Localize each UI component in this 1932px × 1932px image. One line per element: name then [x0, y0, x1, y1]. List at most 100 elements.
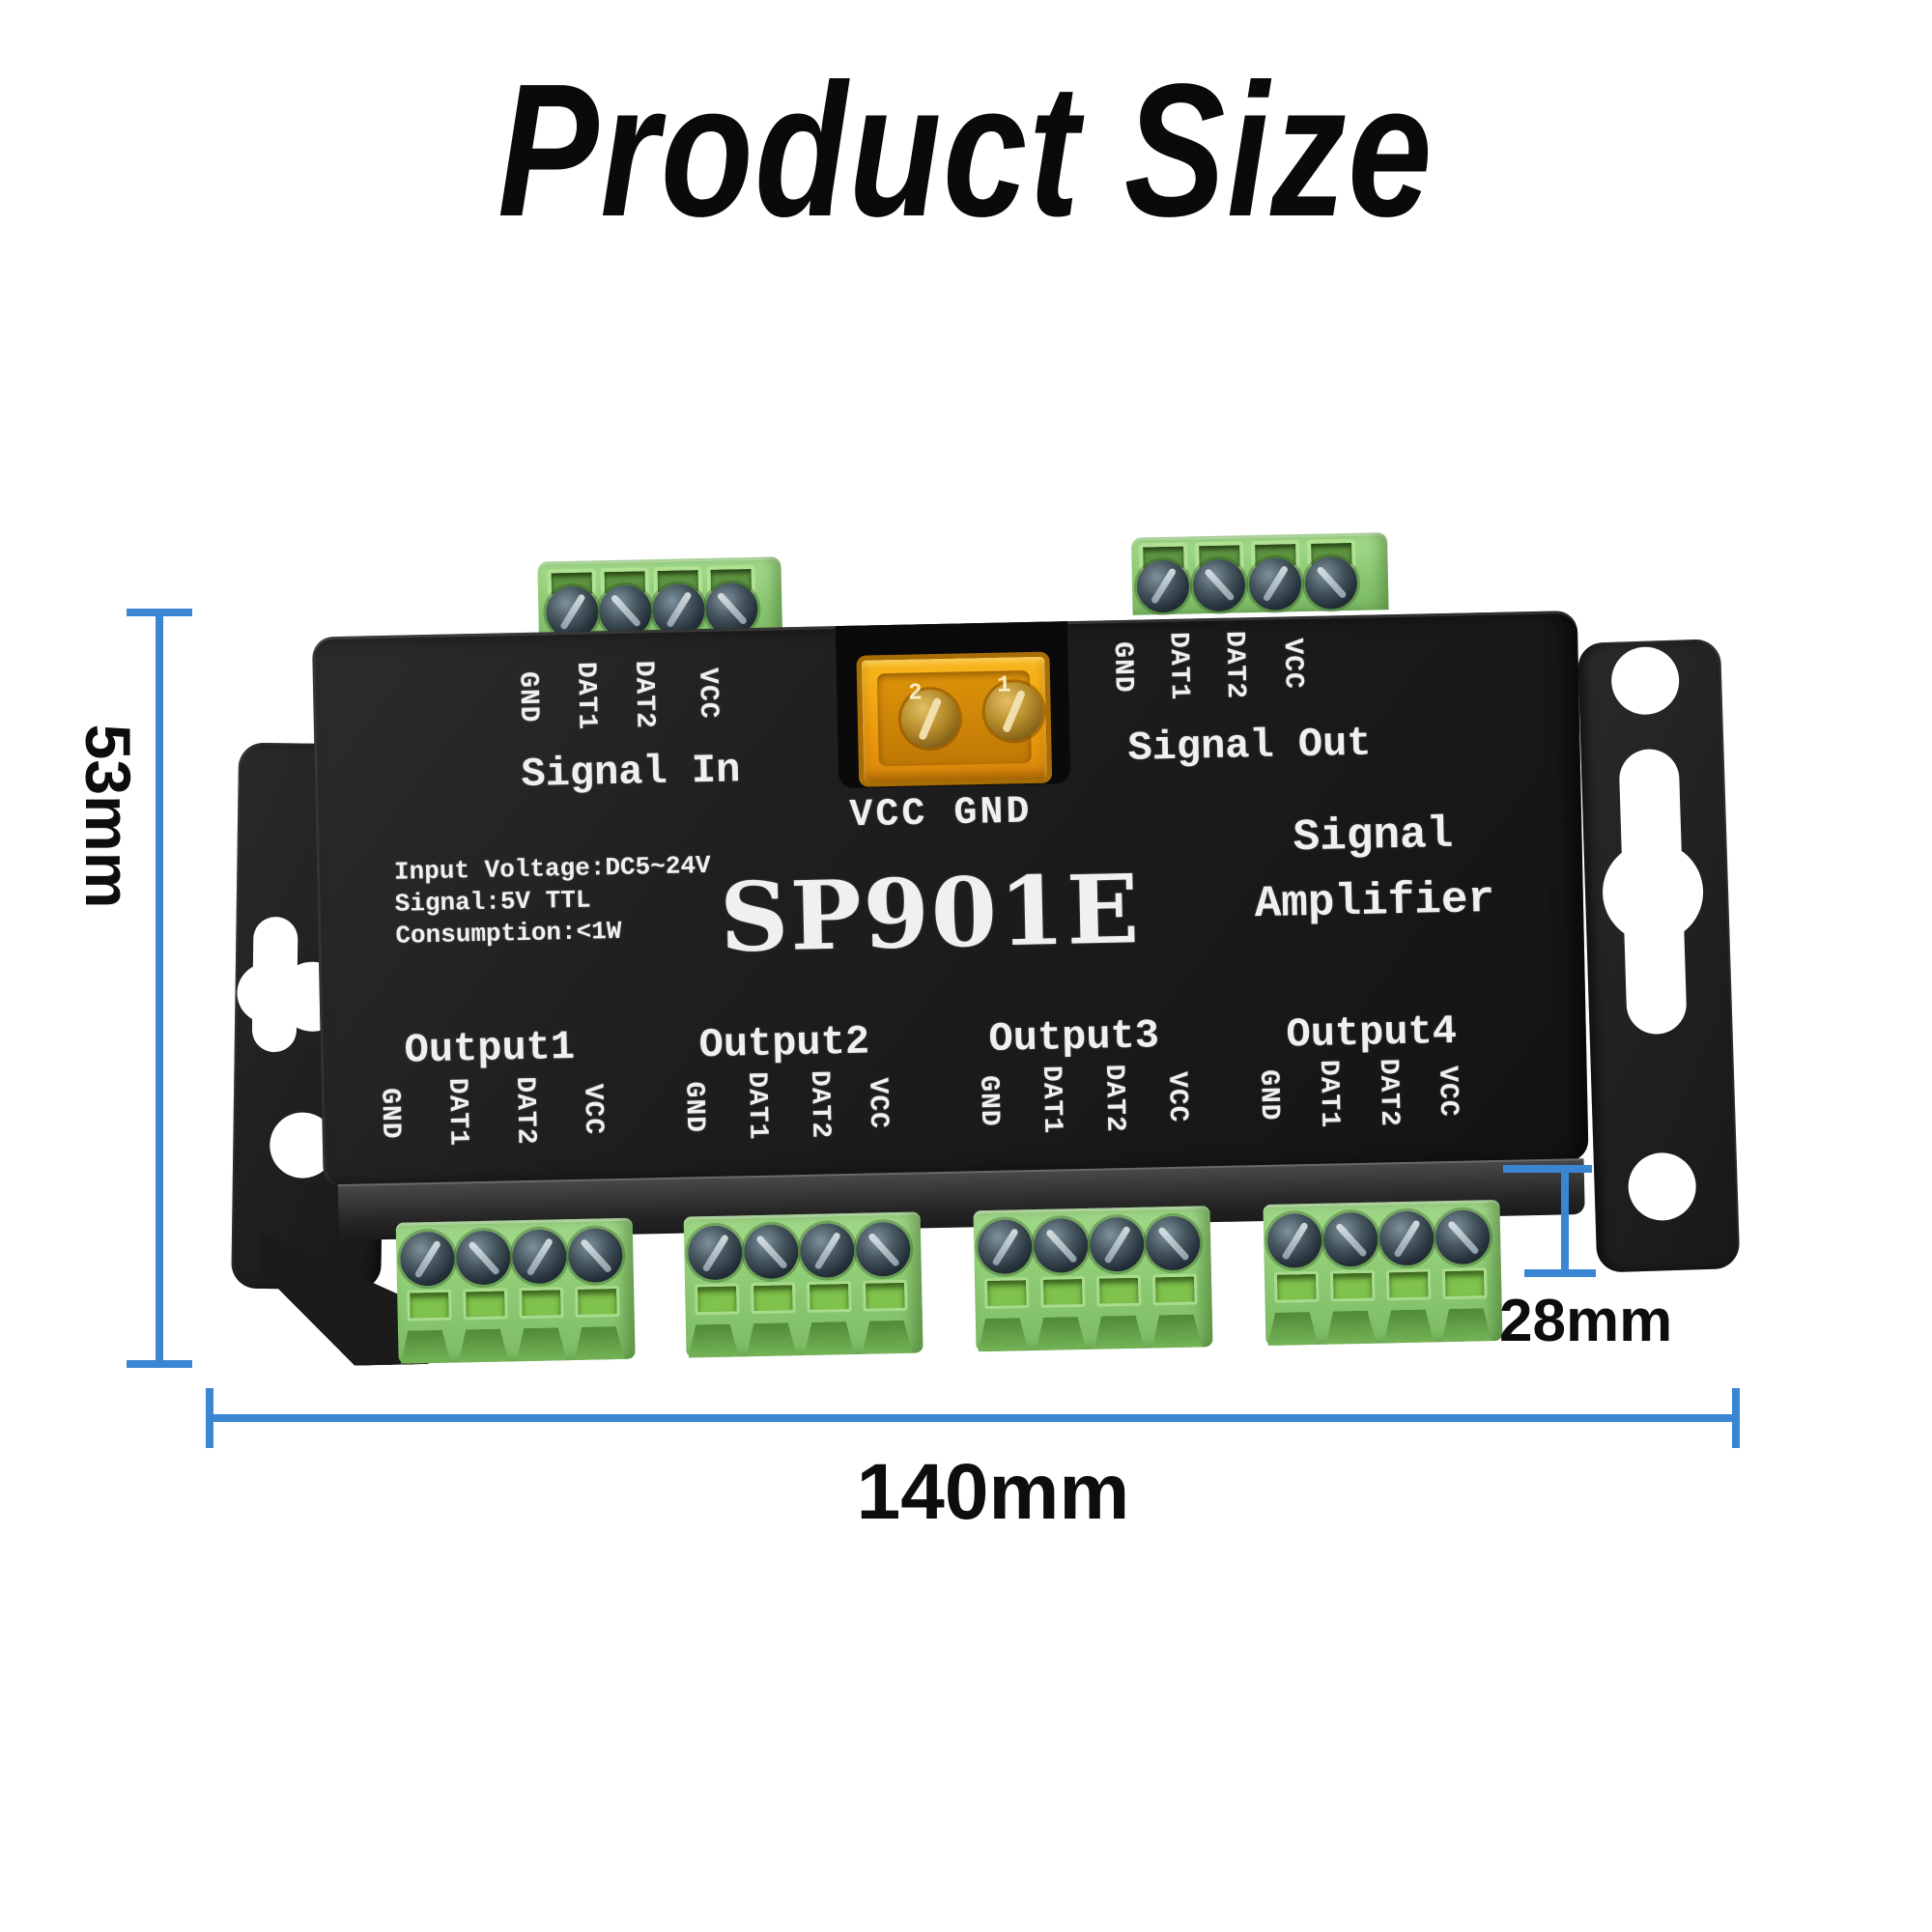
pin-label: GND — [973, 1074, 1005, 1127]
fuse-terminal-mark: 2 — [908, 680, 923, 707]
dimension-depth-tick-top — [1503, 1165, 1592, 1173]
wire-funnel — [1325, 1311, 1377, 1345]
terminal-screw — [1033, 1217, 1089, 1274]
pin-label: GND — [678, 1081, 710, 1134]
fuse-terminal-mark: 1 — [996, 672, 1011, 699]
pin-label: VCC — [577, 1083, 609, 1136]
wire-funnel — [400, 1330, 451, 1364]
terminal-screw — [455, 1230, 511, 1286]
model-name: SP901E — [719, 854, 1143, 975]
device-name-line2: Amplifier — [1254, 873, 1495, 930]
fuse-holder: 2 1 — [856, 651, 1053, 787]
dimension-width-line — [210, 1414, 1737, 1422]
dimension-depth-line — [1561, 1165, 1569, 1277]
pin-label: VCC — [1161, 1070, 1193, 1123]
wire-funnel — [1151, 1314, 1203, 1348]
terminal-screw — [1266, 1212, 1322, 1268]
pin-label: DAT2 — [509, 1076, 541, 1146]
wire-window — [807, 1280, 852, 1313]
signal-out-label: Signal Out — [1127, 720, 1372, 772]
keyhole-slot-bulge — [1601, 839, 1705, 945]
signal-amplifier-device: 2 1 GND DAT1 DAT2 VCC Signal In GND DAT1… — [213, 526, 1757, 1388]
dimension-height-cap-bottom — [127, 1360, 192, 1368]
wire-window — [1151, 1273, 1198, 1306]
terminal-block-output3 — [973, 1206, 1213, 1352]
wire-funnel — [1267, 1312, 1319, 1346]
dimension-width-cap-right — [1732, 1388, 1740, 1448]
terminal-screw — [1322, 1211, 1378, 1267]
dimension-width-label: 140mm — [856, 1448, 1130, 1536]
terminal-screw — [1145, 1215, 1201, 1271]
dimension-depth-label: 28mm — [1499, 1288, 1673, 1354]
pin-label: GND — [1253, 1068, 1285, 1122]
terminal-screw — [743, 1224, 799, 1280]
pin-label: DAT2 — [803, 1069, 836, 1140]
terminal-screw — [1248, 557, 1302, 611]
wire-window — [1273, 1270, 1320, 1303]
wire-window — [519, 1287, 564, 1320]
power-terminal-label: VCC GND — [848, 790, 1033, 838]
spec-text: Input Voltage:DC5~24V Signal:5V TTL Cons… — [394, 850, 713, 952]
terminal-screw — [799, 1222, 855, 1279]
mounting-hole — [1627, 1151, 1697, 1222]
dimension-depth-cap-bottom — [1524, 1269, 1596, 1277]
terminal-screw — [855, 1221, 911, 1277]
pin-label: VCC — [1276, 638, 1308, 691]
dimension-width-cap-left — [206, 1388, 213, 1448]
wire-window — [1385, 1268, 1432, 1301]
wire-window — [863, 1279, 908, 1312]
mounting-ear-right — [1577, 639, 1741, 1273]
page-title: Product Size — [497, 44, 1435, 256]
pin-label: DAT2 — [1372, 1058, 1405, 1128]
spec-line-input-voltage: Input Voltage:DC5~24V — [393, 850, 711, 887]
wire-funnel — [688, 1323, 739, 1357]
output1-label: Output1 — [404, 1023, 576, 1074]
terminal-screw — [977, 1219, 1033, 1275]
output3-label: Output3 — [988, 1012, 1160, 1063]
spec-line-consumption: Consumption:<1W — [395, 916, 622, 951]
terminal-block-output4 — [1263, 1199, 1503, 1347]
wire-window — [983, 1277, 1030, 1310]
wire-funnel — [1094, 1316, 1145, 1350]
pin-label: DAT1 — [1035, 1065, 1067, 1135]
terminal-screw — [1378, 1210, 1435, 1266]
wire-window — [1095, 1274, 1142, 1307]
pin-label: DAT2 — [1218, 630, 1250, 700]
pin-label: GND — [374, 1087, 406, 1140]
output4-label: Output4 — [1286, 1008, 1458, 1059]
wire-funnel — [746, 1322, 797, 1356]
wire-funnel — [862, 1321, 913, 1354]
terminal-screw — [687, 1225, 743, 1281]
terminal-screw — [1089, 1216, 1145, 1272]
pin-label: VCC — [862, 1077, 894, 1130]
pin-label: DAT1 — [740, 1071, 773, 1141]
wire-funnel — [978, 1318, 1029, 1351]
wire-funnel — [1441, 1308, 1492, 1342]
wire-window — [1329, 1269, 1376, 1302]
terminal-screw — [567, 1227, 623, 1284]
signal-in-label: Signal In — [521, 747, 741, 799]
dimension-height-line — [156, 609, 163, 1368]
terminal-screw — [1304, 555, 1358, 610]
terminal-screw — [399, 1231, 456, 1287]
terminal-block-signal-out — [1130, 532, 1389, 615]
terminal-block-output1 — [395, 1217, 636, 1364]
dimension-height-cap-top — [127, 609, 192, 616]
wire-window — [695, 1283, 740, 1316]
pin-label: VCC — [692, 667, 724, 720]
pin-label: DAT2 — [1097, 1064, 1130, 1134]
dimension-height-label: 53mm — [72, 724, 144, 909]
pin-label: DAT2 — [628, 660, 660, 730]
pin-label: DAT1 — [441, 1077, 473, 1148]
terminal-screw — [1136, 559, 1190, 613]
wire-funnel — [458, 1328, 509, 1362]
wire-window — [575, 1286, 620, 1318]
pin-label: DAT1 — [570, 661, 602, 731]
wire-funnel — [1383, 1309, 1435, 1343]
wire-funnel — [804, 1321, 855, 1355]
output2-label: Output2 — [698, 1018, 870, 1069]
wire-window — [407, 1289, 452, 1321]
wire-funnel — [574, 1326, 625, 1360]
fuse-screw — [984, 681, 1044, 741]
